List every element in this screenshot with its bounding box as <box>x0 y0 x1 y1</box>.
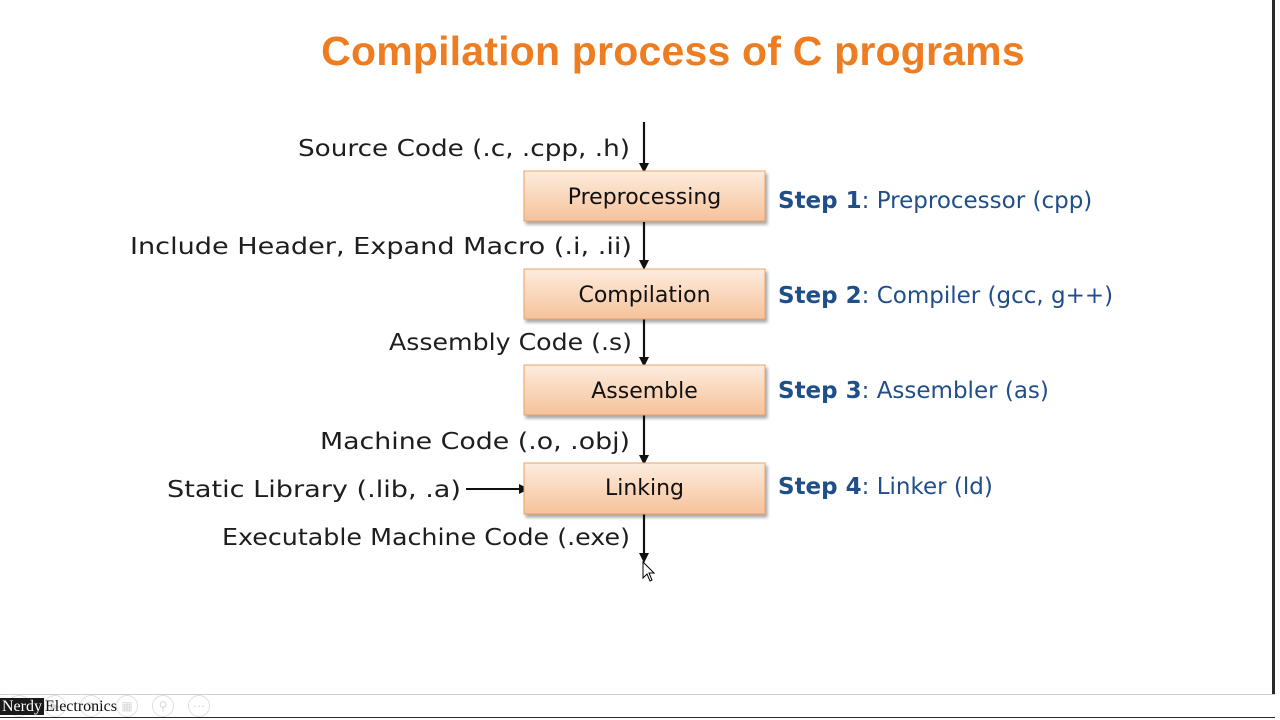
preprocessed-output-label: Include Header, Expand Macro (.i, .ii) <box>130 234 632 260</box>
stage-preprocessing: Preprocessing <box>523 170 766 222</box>
pen-icon[interactable]: ✎ <box>80 695 102 717</box>
zoom-icon[interactable]: ⚲ <box>152 695 174 717</box>
step-3-label: Step 3: Assembler (as) <box>778 378 1049 404</box>
flow-arrows <box>466 122 649 563</box>
step-4-prefix: Step 4 <box>778 474 862 500</box>
stage-box <box>523 268 766 320</box>
stage-assemble: Assemble <box>523 364 766 416</box>
step-1-prefix: Step 1 <box>778 188 862 214</box>
step-3-prefix: Step 3 <box>778 378 862 404</box>
stage-label: Linking <box>605 476 684 501</box>
mouse-cursor-icon <box>642 561 656 582</box>
step-2-detail: : Compiler (gcc, g++) <box>862 283 1114 309</box>
stage-linking: Linking <box>523 462 766 515</box>
player-toolbar: ◀ ▶ ✎ ▦ ⚲ ⋯ <box>0 694 1275 717</box>
machine-code-label: Machine Code (.o, .obj) <box>320 429 630 455</box>
stage-label: Compilation <box>578 283 710 308</box>
step-2-label: Step 2: Compiler (gcc, g++) <box>778 283 1113 309</box>
watermark-part-b: Electronics <box>44 698 117 715</box>
stage-box <box>523 462 766 515</box>
step-1-label: Step 1: Preprocessor (cpp) <box>778 188 1092 214</box>
forward-icon[interactable]: ▶ <box>44 695 66 717</box>
stage-label: Preprocessing <box>568 185 722 210</box>
step-3-detail: : Assembler (as) <box>862 378 1049 404</box>
stage-label: Assemble <box>591 379 698 404</box>
step-1-detail: : Preprocessor (cpp) <box>862 188 1093 214</box>
step-2-prefix: Step 2 <box>778 283 862 309</box>
static-library-label: Static Library (.lib, .a) <box>167 477 461 503</box>
watermark-part-a: Nerdy <box>0 698 44 715</box>
step-4-label: Step 4: Linker (ld) <box>778 474 993 500</box>
source-code-label: Source Code (.c, .cpp, .h) <box>298 136 630 162</box>
more-icon[interactable]: ⋯ <box>188 695 210 717</box>
slide-title: Compilation process of C programs <box>321 28 1025 74</box>
stage-box <box>523 170 766 222</box>
stage-compilation: Compilation <box>523 268 766 320</box>
executable-label: Executable Machine Code (.exe) <box>222 525 630 551</box>
grid-icon[interactable]: ▦ <box>116 695 138 717</box>
step-4-detail: : Linker (ld) <box>862 474 993 500</box>
stage-box <box>523 364 766 416</box>
assembly-code-label: Assembly Code (.s) <box>389 330 632 356</box>
